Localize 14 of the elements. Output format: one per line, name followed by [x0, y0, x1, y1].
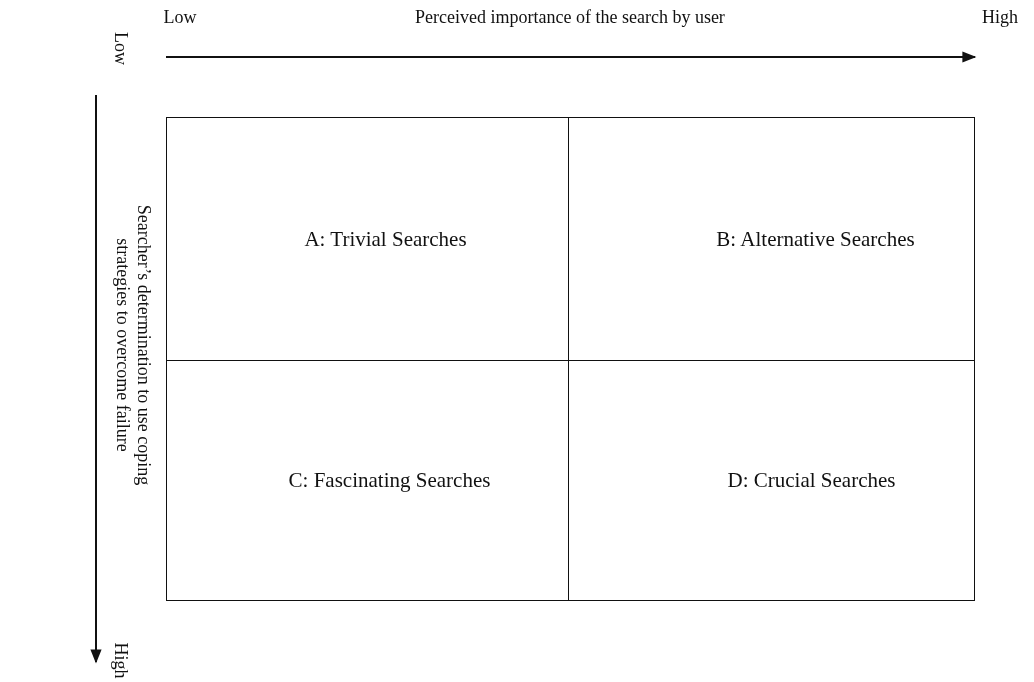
axis-title: Perceived importance of the search by user	[415, 7, 725, 28]
quadrant-label: D: Crucial Searches	[727, 468, 896, 493]
axis-end-label: High	[982, 7, 1018, 28]
quadrant-cell	[166, 117, 569, 361]
quadrant-cell	[568, 117, 975, 361]
quadrant-cell	[568, 360, 975, 601]
quadrant-cell	[166, 360, 569, 601]
axis-end-label: High	[109, 641, 131, 680]
axis-title: Searcher’s determination to use coping strategies to overcome failure	[112, 203, 154, 488]
axis-end-label: Low	[163, 7, 197, 28]
quadrant-label: A: Trivial Searches	[304, 226, 467, 252]
axis-end-label: Low	[109, 30, 131, 67]
quadrant-label: C: Fascinating Searches	[288, 468, 491, 493]
quadrant-label: B: Alternative Searches	[716, 226, 915, 252]
